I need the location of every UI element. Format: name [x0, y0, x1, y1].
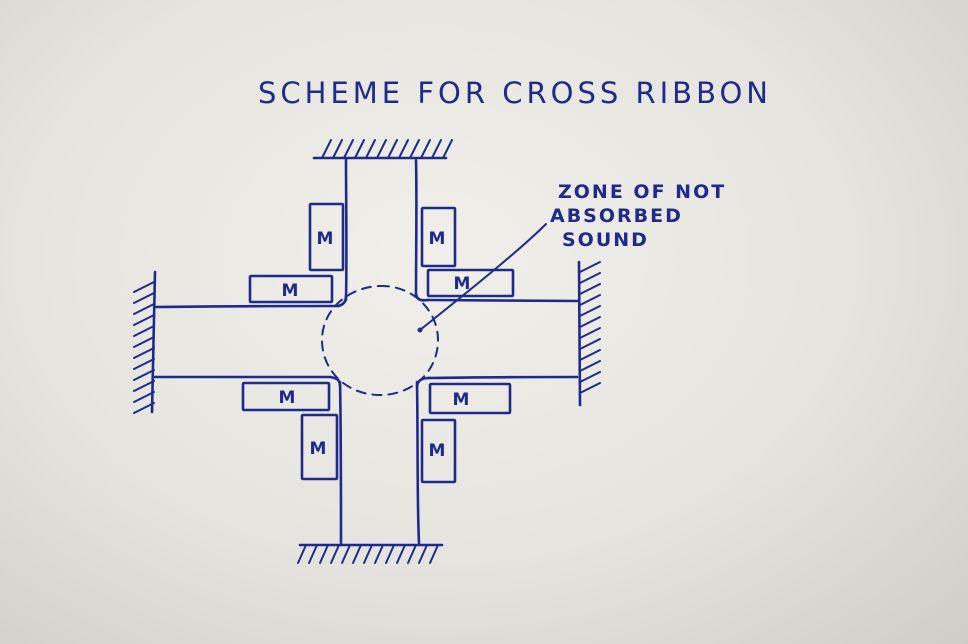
- hatch-mark: [387, 139, 398, 159]
- magnet-label: M: [429, 229, 448, 249]
- magnet-label: M: [429, 441, 448, 461]
- magnet-bottom-left: M: [300, 413, 339, 481]
- hatch-mark: [133, 380, 155, 392]
- magnet-label: M: [453, 390, 472, 410]
- hatch-mark: [133, 303, 155, 315]
- hatch-mark: [579, 283, 601, 295]
- left-clamp: [133, 270, 157, 414]
- magnet-label: M: [454, 274, 473, 294]
- hatch-mark: [398, 139, 409, 159]
- hatch-mark: [332, 139, 343, 159]
- hatch-mark: [133, 281, 155, 293]
- hatch-mark: [429, 544, 439, 564]
- hatch-mark: [396, 544, 406, 564]
- hatch-mark: [579, 305, 601, 317]
- hatch-mark: [308, 544, 318, 564]
- hatch-mark: [579, 371, 601, 383]
- hatch-mark: [579, 338, 601, 350]
- annotation-line-2: ABSORBED: [550, 205, 683, 227]
- hatch-mark: [133, 391, 155, 403]
- hatch-mark: [579, 327, 601, 339]
- hatch-mark: [385, 544, 395, 564]
- hatch-mark: [365, 139, 376, 159]
- hatch-mark: [133, 325, 155, 337]
- right-clamp: [577, 260, 601, 407]
- hatch-mark: [579, 349, 601, 361]
- hatch-mark: [133, 369, 155, 381]
- hatch-mark: [330, 544, 340, 564]
- hatch-mark: [133, 314, 155, 326]
- annotation: ZONE OF NOT ABSORBED SOUND: [550, 181, 726, 251]
- hatch-mark: [579, 294, 601, 306]
- hatch-mark: [442, 139, 453, 159]
- hatch-mark: [133, 347, 155, 359]
- annotation-target-dot: [417, 327, 423, 333]
- hatch-mark: [420, 139, 431, 159]
- hatch-mark: [376, 139, 387, 159]
- hatch-mark: [431, 139, 442, 159]
- hatch-mark: [409, 139, 420, 159]
- diagram-title: SCHEME FOR CROSS RIBBON: [258, 76, 772, 110]
- magnet-top-right: M: [420, 206, 457, 268]
- horizontal-ribbon: [153, 292, 581, 388]
- magnet-left-lower: M: [241, 381, 331, 412]
- hatch-mark: [133, 336, 155, 348]
- hatch-mark: [321, 139, 332, 159]
- top-clamp: [312, 139, 453, 160]
- hatch-mark: [579, 316, 601, 328]
- hatch-mark: [407, 544, 417, 564]
- magnet-bottom-right: M: [420, 418, 457, 484]
- hatch-mark: [133, 292, 155, 304]
- hatch-mark: [319, 544, 329, 564]
- magnet-label: M: [282, 281, 301, 301]
- hatch-mark: [418, 544, 428, 564]
- hatch-mark: [343, 139, 354, 159]
- hatch-mark: [374, 544, 384, 564]
- hatch-mark: [354, 139, 365, 159]
- magnet-top-left: M: [308, 202, 345, 272]
- hatch-mark: [341, 544, 351, 564]
- magnet-label: M: [279, 388, 298, 408]
- hatch-mark: [579, 382, 601, 394]
- sound-zone-circle: [320, 284, 440, 397]
- hatch-mark: [352, 544, 362, 564]
- annotation-line-3: SOUND: [562, 229, 649, 251]
- hatch-mark: [579, 360, 601, 372]
- magnet-label: M: [317, 229, 336, 249]
- annotation-leader-line: [419, 223, 547, 331]
- hatch-mark: [579, 272, 601, 284]
- hatch-mark: [297, 544, 307, 564]
- hatch-mark: [133, 402, 155, 414]
- annotation-line-1: ZONE OF NOT: [558, 181, 726, 203]
- vertical-ribbon: [338, 158, 421, 545]
- magnet-label: M: [310, 439, 329, 459]
- magnet-right-lower: M: [428, 382, 512, 415]
- hatch-mark: [363, 544, 373, 564]
- magnet-left-upper: M: [248, 274, 334, 304]
- hatch-mark: [579, 261, 601, 273]
- magnet-right-upper: M: [426, 268, 515, 298]
- bottom-clamp: [297, 543, 444, 564]
- hatch-mark: [133, 358, 155, 370]
